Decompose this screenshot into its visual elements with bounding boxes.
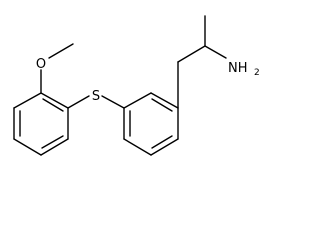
bond-methine-amine [204, 45, 227, 59]
double-bond-inner [151, 98, 173, 112]
oxygen-atom-label: O [36, 57, 46, 72]
amine-atom-label: NH [228, 61, 248, 76]
double-bond-inner [151, 135, 173, 149]
sulfur-atom-label: S [92, 89, 100, 104]
double-bond-inner [41, 135, 64, 149]
bond [150, 138, 179, 156]
bond [40, 138, 69, 156]
right-benzene-ring [123, 92, 179, 156]
bond [13, 138, 42, 156]
bond [150, 92, 179, 109]
double-bond-inner [42, 98, 64, 112]
amine-subscript: 2 [254, 68, 260, 78]
bond-sulfur-ring [101, 95, 125, 109]
bond-methylene-methine [177, 45, 206, 63]
bond [123, 92, 152, 109]
left-benzene-ring [13, 92, 69, 156]
bond [40, 92, 69, 109]
bond-ring-sulfur [67, 95, 90, 109]
bond [13, 92, 42, 109]
bond [123, 138, 152, 156]
bond-methoxy-methyl [48, 43, 74, 59]
chemical-structure: O S NH 2 [13, 15, 260, 156]
